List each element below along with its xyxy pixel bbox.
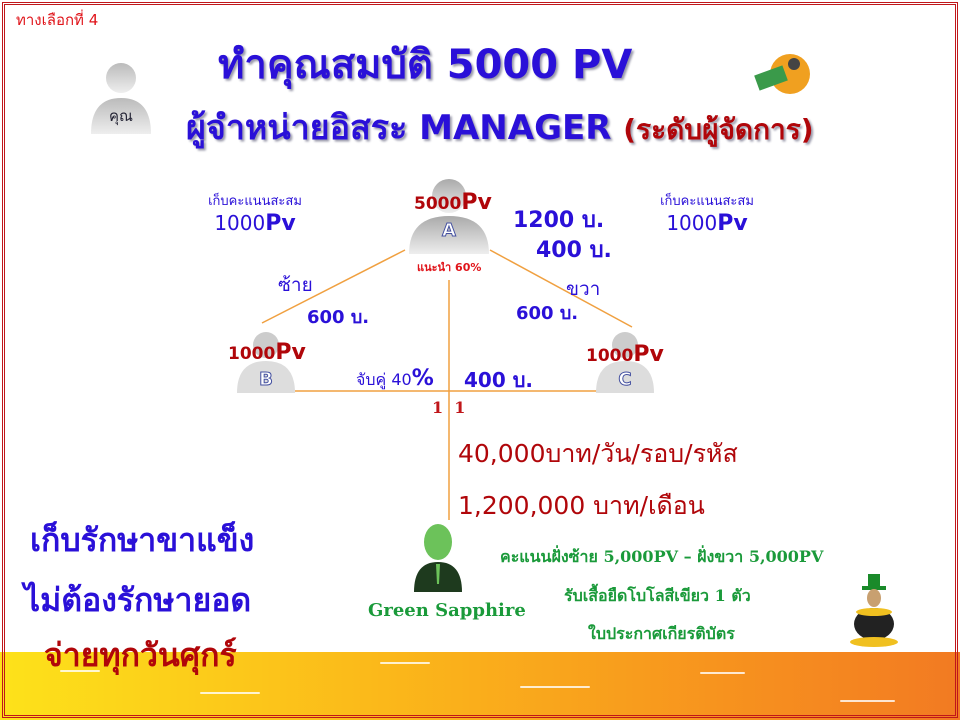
person-icon [414,524,462,592]
right-accumulated: เก็บคะแนนสะสม 1000Pv [660,194,754,236]
rank-name: Green Sapphire [368,600,526,621]
title-line1: ทำคุณสมบัติ 5000 PV [218,42,633,88]
node-c-pv: 1000Pv [586,342,664,367]
title-line2: ผู้จำหน่ายอิสระ MANAGER (ระดับผู้จัดการ) [186,100,814,154]
a-amount-400: 400 บ. [536,238,612,263]
left-amount: 600 บ. [307,307,370,328]
person-icon [596,332,654,393]
money-person-icon [752,52,810,96]
option-label: ทางเลือกที่ 4 [16,11,99,29]
slogan-line-1: เก็บรักษาขาแข็ง [30,521,255,559]
matching-amount: 400 บ. [464,368,534,392]
bottom-gradient-band [0,652,960,720]
income-daily: 40,000บาท/วัน/รอบ/รหัส [458,439,738,468]
left-label: ซ้าย [278,274,313,296]
node-a-pv: 5000Pv [414,190,492,215]
person-icon [237,332,295,393]
matching-label: จับคู่ 40% [356,366,434,391]
green-sapphire-avatar [412,522,464,592]
node-b-pv: 1000Pv [228,340,306,365]
you-label: คุณ [109,107,133,125]
you-avatar: คุณ [86,54,156,134]
slogan-line-2: ไม่ต้องรักษายอด [24,581,252,619]
reward-points: คะแนนฝั่งซ้าย 5,000PV – ฝั่งขวา 5,000PV [500,547,824,566]
leprechaun-pot-icon [850,572,900,648]
person-icon [91,63,151,134]
right-label: ขวา [566,278,601,300]
right-amount: 600 บ. [516,303,579,324]
node-c: C [594,325,656,393]
ratio-label: 1 1 [432,398,466,417]
node-a: A [407,172,491,254]
slogan-line-3: จ่ายทุกวันศุกร์ [44,636,237,674]
income-monthly: 1,200,000 บาท/เดือน [458,491,705,520]
reward-shirt: รับเสื้อยืดโบโลสีเขียว 1 ตัว [564,586,751,605]
title-manager: MANAGER [419,108,612,148]
title-level: (ระดับผู้จัดการ) [623,113,814,146]
referral-label: แนะนำ 60% [417,261,482,274]
reward-certificate: ใบประกาศเกียรติบัตร [588,624,735,643]
person-icon [409,179,489,254]
a-amount-1200: 1200 บ. [513,208,605,233]
node-b: B [235,325,297,393]
left-accumulated: เก็บคะแนนสะสม 1000Pv [208,194,302,236]
title-thai: ผู้จำหน่ายอิสระ [186,108,408,148]
